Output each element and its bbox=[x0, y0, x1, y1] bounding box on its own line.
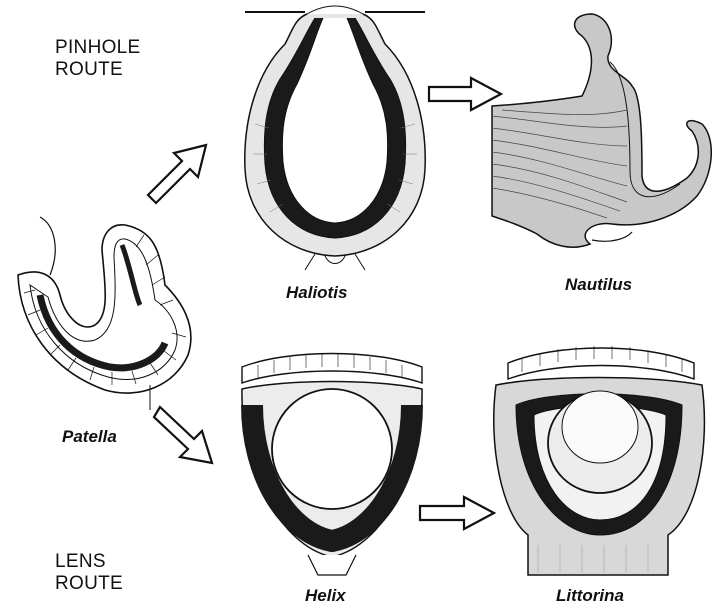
haliotis-drawing bbox=[235, 4, 435, 272]
helix-label: Helix bbox=[305, 586, 346, 606]
lens-route-label: LENS ROUTE bbox=[55, 551, 123, 595]
littorina-drawing bbox=[488, 335, 714, 583]
nautilus-label: Nautilus bbox=[565, 275, 632, 295]
patella-drawing bbox=[10, 205, 210, 415]
haliotis-label: Haliotis bbox=[286, 283, 347, 303]
littorina-label: Littorina bbox=[556, 586, 624, 606]
arrow-down-right-icon bbox=[150, 395, 235, 470]
patella-label: Patella bbox=[62, 427, 117, 447]
arrow-up-right-icon bbox=[140, 135, 220, 210]
nautilus-drawing bbox=[492, 6, 717, 268]
pinhole-route-label: PINHOLE ROUTE bbox=[55, 37, 141, 81]
arrow-right-icon bbox=[416, 493, 498, 533]
helix-drawing bbox=[238, 345, 426, 577]
